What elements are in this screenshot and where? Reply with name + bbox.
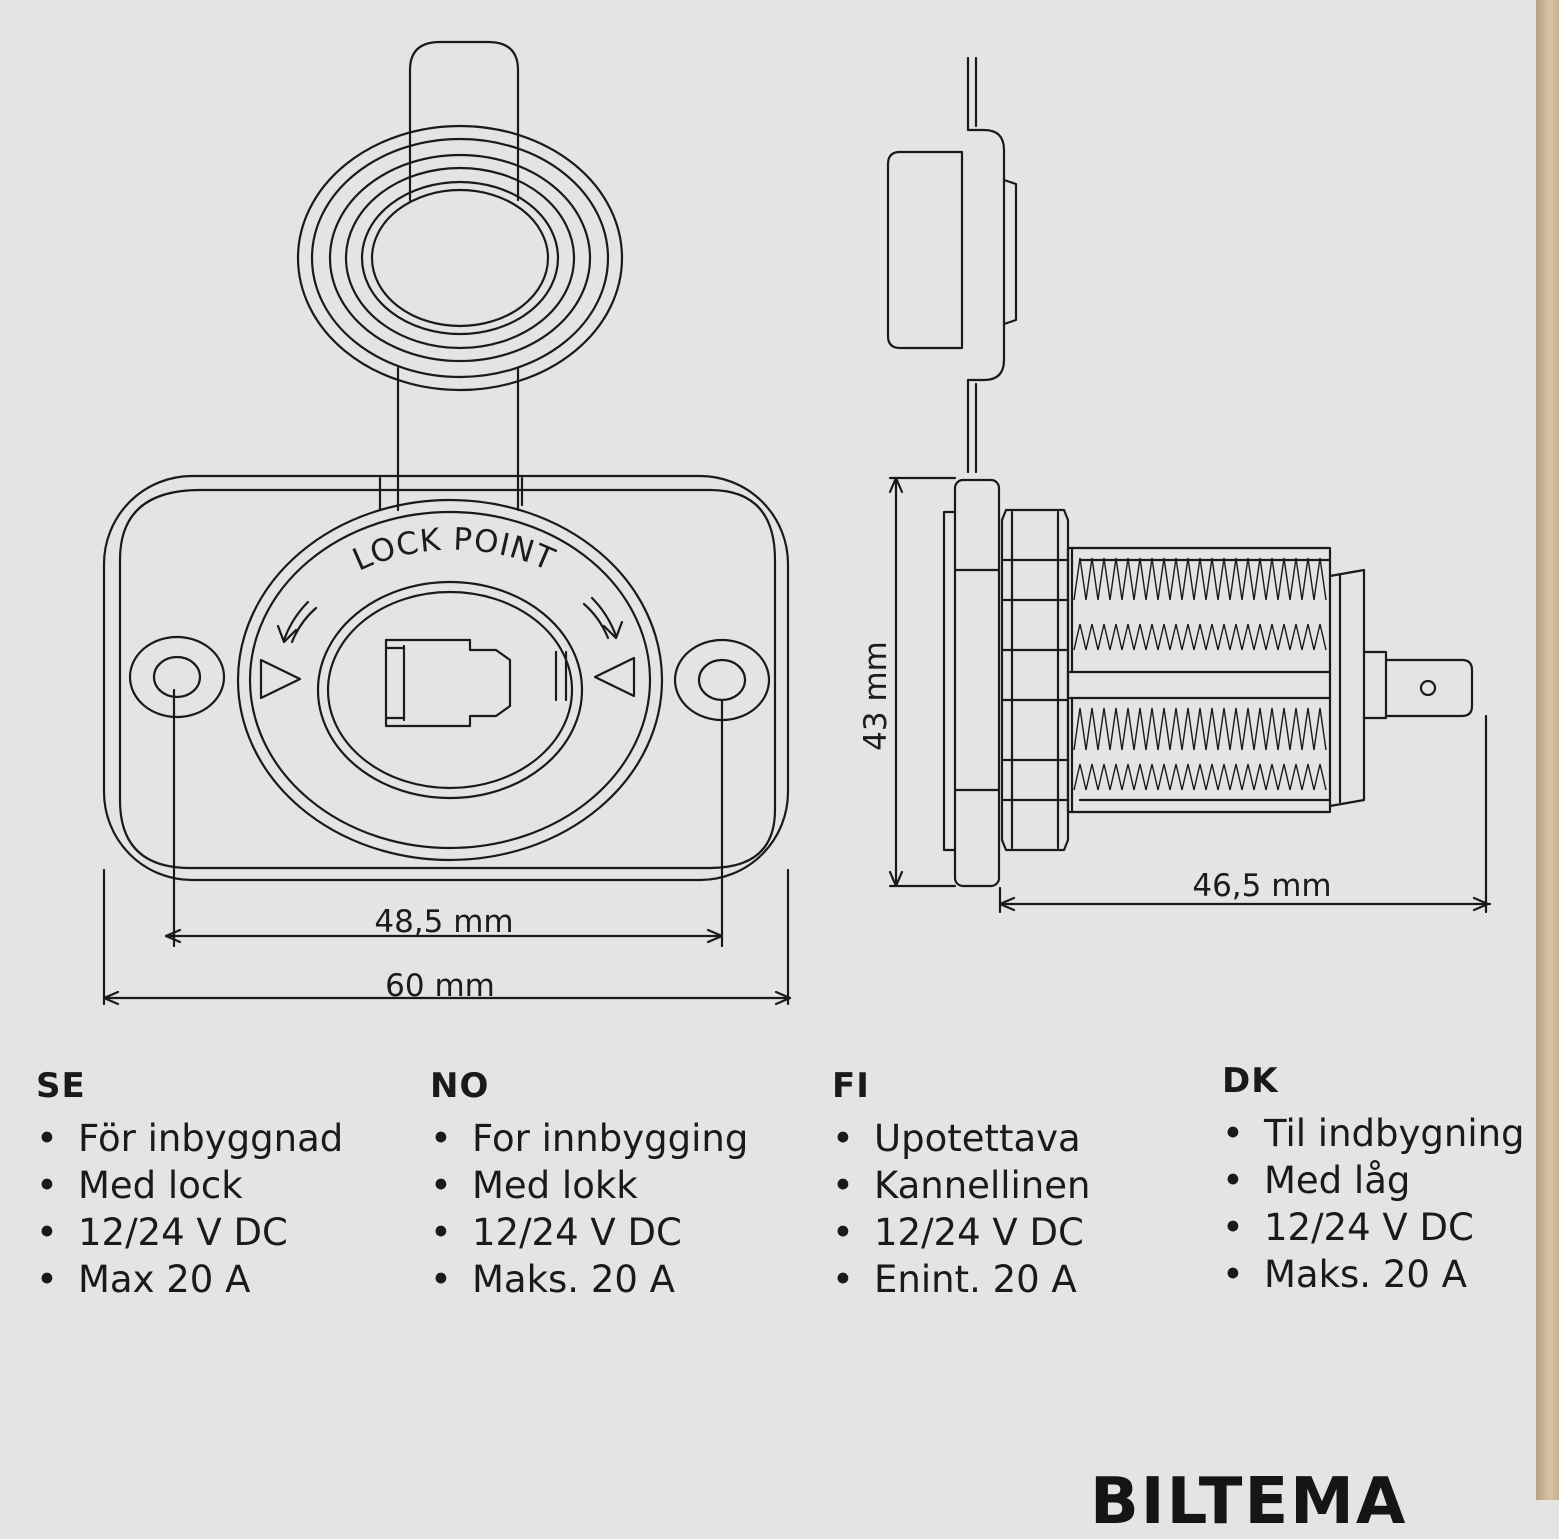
lock-point-label: LOCK POINT (347, 522, 560, 579)
spec-column-no: NO •For innbygging •Med lokk •12/24 V DC… (430, 1065, 748, 1303)
spec-item: •12/24 V DC (36, 1211, 288, 1254)
arrow-right-icon (582, 596, 624, 640)
socket-contact (384, 638, 568, 728)
lang-code-fi: FI (832, 1066, 870, 1106)
spec-item: •Maks. 20 A (1222, 1253, 1467, 1296)
lid-cap (296, 124, 624, 392)
spec-item: •12/24 V DC (832, 1211, 1084, 1254)
spec-item: •Enint. 20 A (832, 1258, 1077, 1301)
thread-line (1073, 707, 1327, 751)
triangle-right-icon (593, 656, 636, 698)
side-view (886, 56, 1492, 914)
spec-item: •Med lokk (430, 1164, 638, 1207)
hinge-strap (396, 366, 520, 512)
rear-terminals (1328, 568, 1474, 808)
lock-ring (236, 498, 664, 862)
spec-column-fi: FI •Upotettava •Kannellinen •12/24 V DC … (832, 1065, 1090, 1303)
dimension-overall-width: 60 mm (385, 968, 495, 1004)
spec-item: •12/24 V DC (1222, 1206, 1474, 1249)
spec-column-dk: DK •Til indbygning •Med låg •12/24 V DC … (1222, 1060, 1525, 1298)
flange (953, 478, 1001, 888)
spec-item: •For innbygging (430, 1117, 749, 1160)
lang-code-dk: DK (1222, 1061, 1279, 1101)
spec-item: •Med låg (1222, 1159, 1411, 1202)
mounting-plate (102, 474, 790, 882)
dimension-depth: 46,5 mm (1192, 868, 1331, 904)
thread-pattern (1073, 557, 1327, 791)
technical-drawing: LOCK POINT 48,5 mm 60 mm 43 mm 46,5 mm (102, 40, 1492, 1006)
dimension-hole-spacing: 48,5 mm (374, 904, 513, 940)
brand-logo: BILTEMA (1090, 1465, 1408, 1539)
spec-item: •Kannellinen (832, 1164, 1091, 1207)
mounting-hole-left (128, 635, 226, 719)
triangle-left-icon (259, 658, 302, 700)
spec-item: •Maks. 20 A (430, 1258, 675, 1301)
spec-item: •Til indbygning (1222, 1112, 1525, 1155)
cap-tab (408, 40, 520, 202)
nut (1000, 508, 1070, 852)
spec-column-se: SE •För inbyggnad •Med lock •12/24 V DC … (36, 1065, 343, 1303)
lang-code-se: SE (36, 1066, 86, 1106)
box-edge (1536, 0, 1559, 1500)
dimension-height: 43 mm (858, 641, 894, 751)
threaded-body (1066, 546, 1332, 814)
spec-item: •Upotettava (832, 1117, 1081, 1160)
arrow-left-icon (276, 600, 318, 644)
lid-side (966, 56, 1006, 474)
spec-item: •Med lock (36, 1164, 243, 1207)
spade-terminal (1384, 658, 1474, 718)
thread-line (1073, 623, 1327, 651)
thread-line (1073, 763, 1327, 791)
spec-item: •För inbyggnad (36, 1117, 344, 1160)
lang-code-no: NO (430, 1066, 490, 1106)
spec-item: •12/24 V DC (430, 1211, 682, 1254)
spec-item: •Max 20 A (36, 1258, 251, 1301)
thread-line (1073, 557, 1327, 601)
front-view (102, 40, 792, 1006)
